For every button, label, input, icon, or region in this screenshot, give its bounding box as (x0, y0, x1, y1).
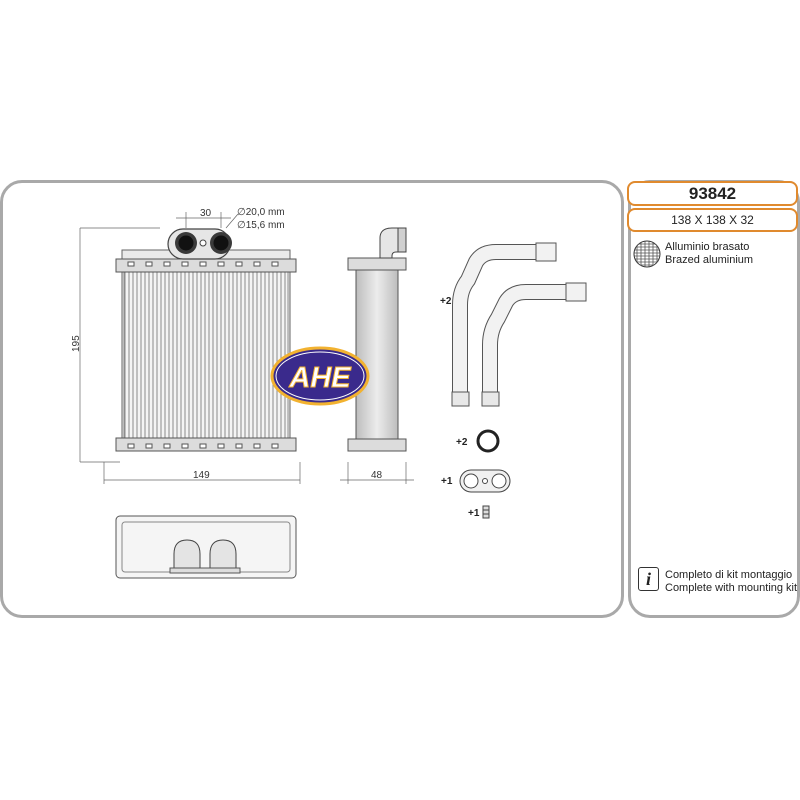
logo-text: AHE (288, 362, 352, 394)
info-icon: i (638, 567, 659, 591)
product-code: 93842 (627, 181, 798, 206)
front-view (115, 228, 297, 452)
technical-drawing: 30 ∅20,0 mm ∅15,6 mm 195 149 48 AHE (71, 207, 587, 579)
material-line-en: Brazed aluminium (665, 254, 754, 266)
front-dimensions (79, 212, 301, 484)
flange-icon (459, 469, 511, 493)
side-view (347, 227, 407, 452)
screw-icon (482, 505, 490, 519)
kit-description: Completo di kit montaggio Complete with … (665, 569, 797, 595)
side-dimensions (340, 462, 414, 484)
depth-label: 48 (371, 470, 383, 481)
pipes-qty-label: +2 (440, 296, 452, 307)
width-label: 149 (193, 470, 210, 481)
material-description: Alluminio brasato Brazed aluminium (665, 241, 753, 267)
height-label: 195 (71, 335, 82, 352)
brazed-material-icon (633, 240, 661, 268)
pipe-spacing-label: 30 (200, 208, 212, 219)
pipes-kit (451, 242, 587, 407)
product-dimensions: 138 X 138 X 32 (627, 208, 798, 232)
outer-diameter-label: ∅20,0 mm (237, 207, 285, 218)
flange-qty-label: +1 (441, 476, 453, 487)
oring-icon (476, 429, 500, 453)
kit-line-en: Complete with mounting kit (665, 582, 798, 594)
oring-qty-label: +2 (456, 437, 468, 448)
kit-line-it: Completo di kit montaggio (665, 569, 793, 581)
material-line-it: Alluminio brasato (665, 241, 750, 253)
inner-diameter-label: ∅15,6 mm (237, 220, 285, 231)
screw-qty-label: +1 (468, 508, 480, 519)
ahe-logo: AHE (270, 346, 370, 406)
bottom-view (115, 515, 297, 579)
